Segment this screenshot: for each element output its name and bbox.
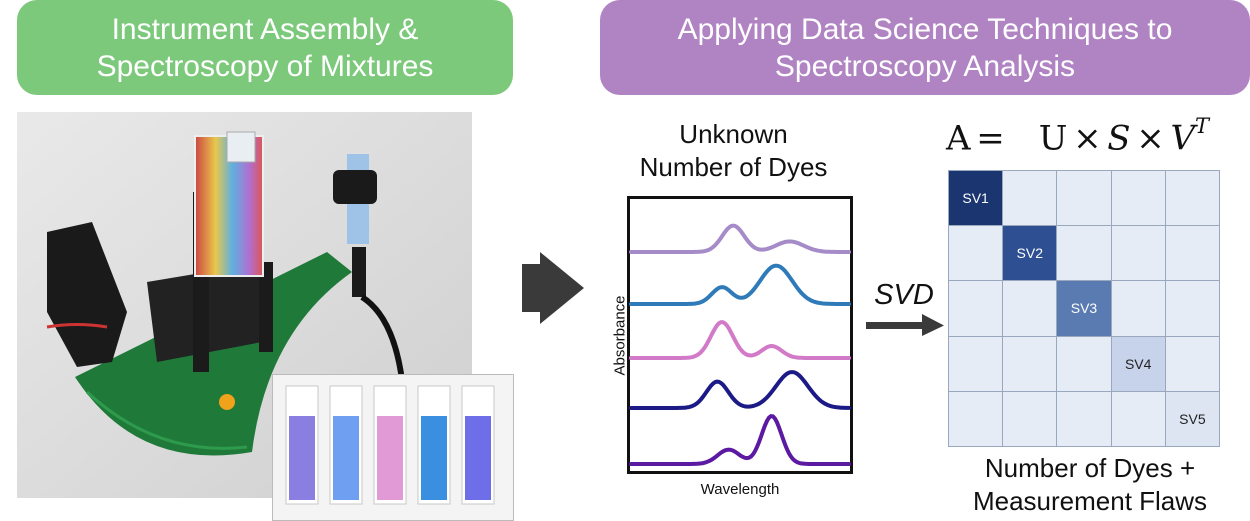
- equation-times-2: ×: [1136, 118, 1165, 159]
- instrument-photo: [17, 112, 472, 498]
- spectra-title: Unknown Number of Dyes: [606, 118, 861, 184]
- spectra-title-line2: Number of Dyes: [639, 152, 828, 182]
- right-banner-line1: Applying Data Science Techniques to: [677, 12, 1173, 46]
- matrix-cell-sv5: SV5: [1165, 391, 1219, 446]
- right-section-banner: Applying Data Science Techniques to Spec…: [600, 0, 1250, 95]
- matrix-cell-empty: [949, 391, 1003, 446]
- right-arrow-icon: [522, 252, 584, 324]
- matrix-cell-empty: [1057, 391, 1111, 446]
- equation-v: V: [1170, 118, 1196, 159]
- spectrum-trace: [629, 263, 851, 306]
- svd-equation: A = U × S × VT: [946, 114, 1246, 166]
- matrix-cell-empty: [949, 281, 1003, 336]
- sv-label: SV5: [1179, 410, 1206, 427]
- left-banner-line1: Instrument Assembly &: [111, 12, 419, 46]
- matrix-cell-empty: [1111, 281, 1165, 336]
- matrix-cell-sv4: SV4: [1111, 336, 1165, 391]
- spectra-x-axis-label: Wavelength: [700, 481, 780, 498]
- matrix-cell-empty: [949, 336, 1003, 391]
- sv-label: SV4: [1124, 355, 1152, 372]
- equation-equals: =: [976, 118, 1005, 159]
- matrix-cell-empty: [1057, 226, 1111, 281]
- matrix-cell-sv2: SV2: [1003, 226, 1057, 281]
- svd-arrow-icon: [866, 314, 944, 336]
- spectrum-trace: [629, 223, 851, 254]
- sv-label: SV1: [962, 190, 989, 207]
- matrix-cell-empty: [1003, 391, 1057, 446]
- matrix-cell-empty: [1057, 336, 1111, 391]
- matrix-cell-empty: [1003, 336, 1057, 391]
- matrix-caption-line2: Measurement Flaws: [972, 486, 1208, 516]
- left-section-banner: Instrument Assembly & Spectroscopy of Mi…: [17, 0, 513, 95]
- spectrum-trace: [629, 413, 851, 466]
- cuvette-liquid: [421, 416, 447, 500]
- sv-label: SV3: [1070, 300, 1098, 317]
- cuvette-liquid: [377, 416, 403, 500]
- spectra-y-axis-label: Absorbance: [611, 295, 629, 376]
- matrix-cell-sv1: SV1: [949, 171, 1003, 226]
- matrix-caption: Number of Dyes + Measurement Flaws: [940, 452, 1240, 518]
- matrix-cell-empty: [1111, 171, 1165, 226]
- spectra-plot: [627, 196, 853, 474]
- matrix-cell-empty: [1057, 171, 1111, 226]
- matrix-caption-line1: Number of Dyes +: [984, 453, 1196, 483]
- cuvette-liquid: [333, 416, 359, 500]
- equation-transpose: T: [1195, 114, 1210, 138]
- left-banner-line2: Spectroscopy of Mixtures: [96, 49, 434, 83]
- matrix-cell-empty: [1165, 336, 1219, 391]
- cuvette-inset-photo: [272, 374, 514, 521]
- cuvette-liquid: [465, 416, 491, 500]
- equation-a: A: [946, 118, 971, 159]
- sv-label: SV2: [1016, 245, 1044, 262]
- equation-u: U: [1038, 118, 1068, 159]
- matrix-cell-empty: [1003, 281, 1057, 336]
- spectra-title-line1: Unknown: [679, 119, 788, 149]
- equation-s: S: [1107, 118, 1131, 159]
- matrix-cell-sv3: SV3: [1057, 281, 1111, 336]
- svd-label: SVD: [874, 279, 934, 311]
- cuvette-liquid: [289, 416, 315, 500]
- matrix-cell-empty: [1111, 391, 1165, 446]
- matrix-cell-empty: [949, 226, 1003, 281]
- spectrum-trace: [629, 370, 851, 410]
- spectrum-trace: [629, 320, 851, 360]
- matrix-cell-empty: [1003, 171, 1057, 226]
- matrix-cell-empty: [1165, 226, 1219, 281]
- matrix-cell-empty: [1165, 171, 1219, 226]
- matrix-cell-empty: [1111, 226, 1165, 281]
- matrix-cell-empty: [1165, 281, 1219, 336]
- right-banner-line2: Spectroscopy Analysis: [774, 49, 1076, 83]
- equation-times-1: ×: [1073, 118, 1102, 159]
